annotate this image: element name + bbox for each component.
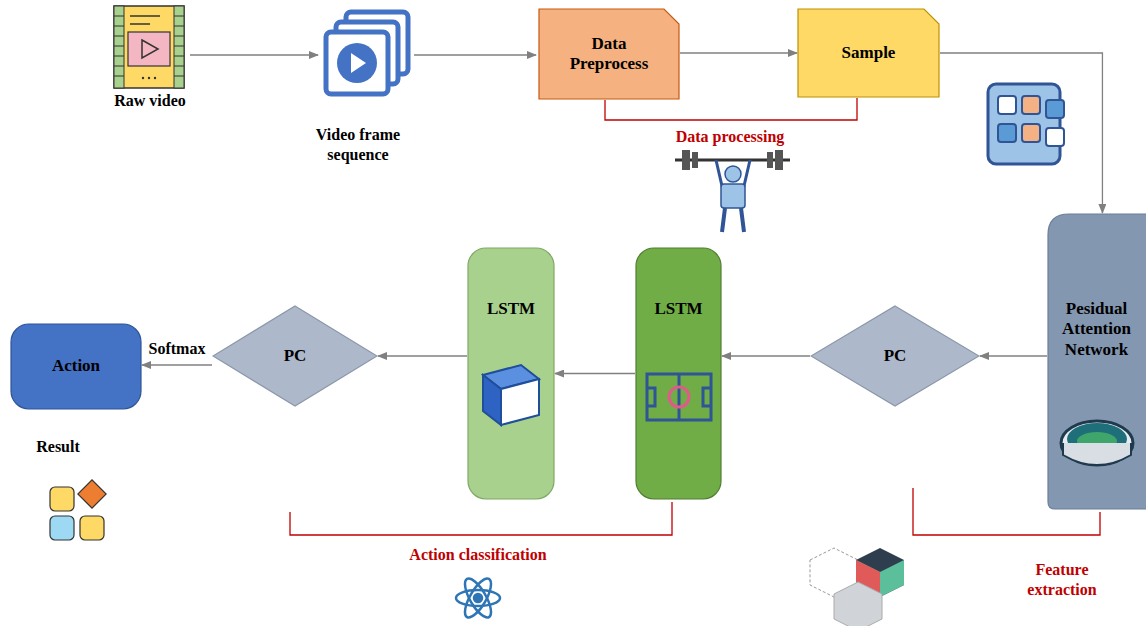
lstm-box: LSTM — [467, 247, 555, 500]
node-text: PC — [284, 346, 307, 366]
node-text: Data Preprocess — [559, 34, 659, 75]
pc-diamond: PC — [212, 305, 378, 407]
result-icon — [50, 480, 106, 540]
node-text: Action — [52, 356, 100, 376]
flow-arrow — [980, 355, 1047, 356]
icon-caption: Raw video — [90, 91, 210, 111]
frame-sequence-icon — [326, 12, 408, 94]
lstm-box: LSTM — [635, 247, 722, 500]
stadium-icon — [1057, 403, 1137, 473]
flow-line — [414, 54, 536, 55]
network-box: Pesidual Attention Network — [1047, 213, 1146, 510]
flow-line — [190, 54, 318, 55]
atom-icon — [456, 575, 500, 621]
cubes-icon — [810, 548, 904, 626]
group-label: Data processing — [645, 127, 815, 147]
raw-video-icon — [114, 6, 184, 88]
flow-arrow — [142, 364, 212, 365]
flow-arrow — [680, 52, 797, 53]
result-box: Action — [10, 323, 142, 410]
flow-arrow — [940, 53, 1102, 213]
process-box: Sample — [797, 8, 940, 98]
node-text: PC — [884, 346, 907, 366]
process-box: Data Preprocess — [538, 8, 680, 100]
icon-caption: Video frame sequence — [303, 125, 413, 165]
flow-arrow — [378, 355, 467, 356]
edge-label: Softmax — [149, 339, 206, 359]
bracket — [605, 98, 857, 120]
flow-arrow — [555, 373, 635, 374]
flow-arrow — [722, 355, 810, 356]
field-icon — [639, 362, 719, 432]
group-label: Action classification — [368, 545, 588, 565]
weightlifter-icon — [675, 150, 790, 232]
bracket — [290, 502, 672, 535]
node-text: Sample — [842, 43, 896, 63]
tablet-icon — [988, 84, 1064, 164]
result-label: Result — [18, 437, 98, 457]
node-text: LSTM — [487, 299, 535, 319]
pc-diamond: PC — [810, 305, 980, 407]
node-text: Pesidual Attention Network — [1053, 299, 1140, 360]
cube-icon — [471, 357, 551, 427]
node-text: LSTM — [654, 299, 702, 319]
group-label: Feature extraction — [1017, 560, 1107, 600]
